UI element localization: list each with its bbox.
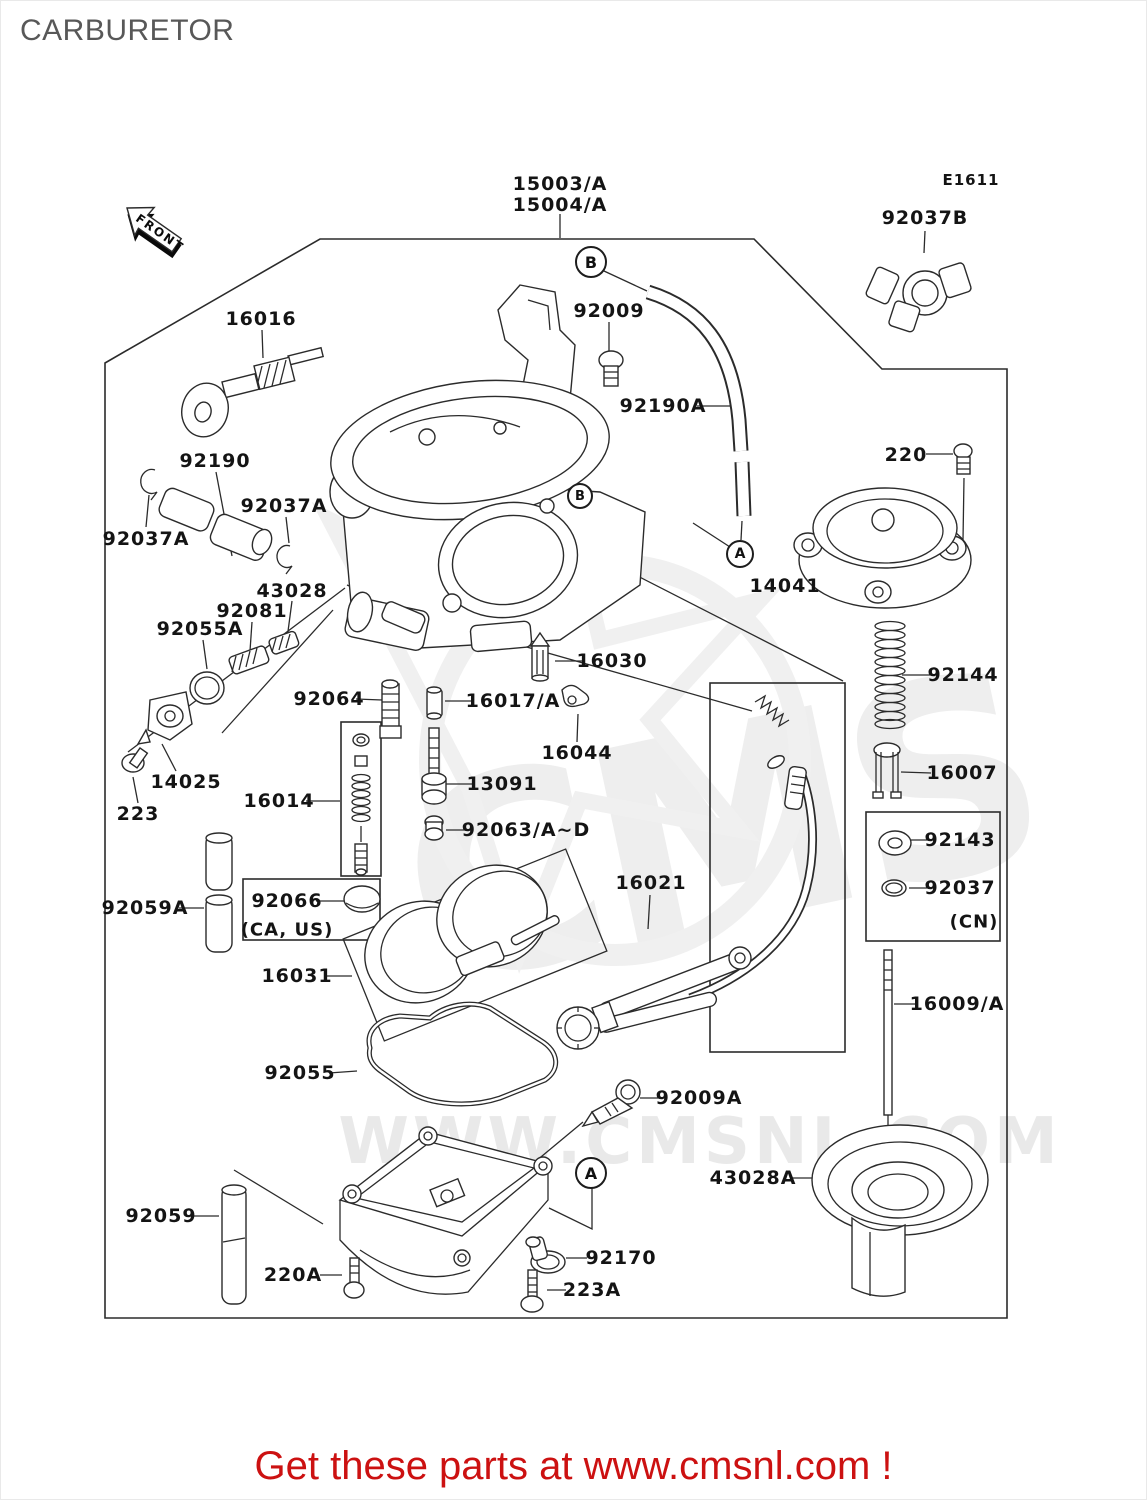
ref-circle-b-0: B [575,246,607,278]
part-label-43028a: 43028A [709,1167,797,1189]
part-label-92037b: 92037B [881,207,969,229]
part-label-92037a-right: 92037A [240,495,328,517]
part-label-92063: 92063/A~D [461,819,591,841]
part-label-223a: 223A [562,1279,622,1301]
part-label-92190a: 92190A [619,395,707,417]
part-label-92009a: 92009A [655,1087,743,1109]
ref-circle-b-1: B [567,483,593,509]
part-label-92059: 92059 [125,1205,197,1227]
part-label-43028: 43028 [256,580,328,602]
part-label-15003: 15003/A [512,173,608,195]
footer-promo-text: Get these parts at www.cmsnl.com ! [254,1444,893,1488]
part-label-16016: 16016 [225,308,297,330]
part-label-16009: 16009/A [909,993,1005,1015]
part-label-223: 223 [116,803,160,825]
part-label-92066: 92066 [251,890,323,912]
part-label-92037: 92037 [924,877,996,899]
part-label-220: 220 [884,444,928,466]
part-label-16030: 16030 [576,650,648,672]
ref-circle-a-3: A [575,1157,607,1189]
part-label-92190: 92190 [179,450,251,472]
page-title: CARBURETOR [20,14,235,47]
part-label-220a: 220A [263,1264,323,1286]
part-label-16021: 16021 [615,872,687,894]
part-label-16031: 16031 [261,965,333,987]
part-label-16017: 16017/A [465,690,561,712]
part-label-92064: 92064 [293,688,365,710]
part-label-15004: 15004/A [512,194,608,216]
part-label-92170: 92170 [585,1247,657,1269]
part-label-e1611: E1611 [942,171,1000,189]
part-label-13091: 13091 [466,773,538,795]
part-label-ca-us: (CA, US) [240,919,334,941]
part-label-92055: 92055 [264,1062,336,1084]
part-label-cn: (CN) [949,911,999,933]
part-label-16007: 16007 [926,762,998,784]
part-label-92144: 92144 [927,664,999,686]
part-label-92143: 92143 [924,829,996,851]
part-label-16014: 16014 [243,790,315,812]
part-label-16044: 16044 [541,742,613,764]
part-label-14025: 14025 [150,771,222,793]
part-label-14041: 14041 [749,575,821,597]
part-label-92055a: 92055A [156,618,244,640]
part-label-92059a: 92059A [101,897,189,919]
ref-circle-a-2: A [726,540,754,568]
part-label-92037a-left: 92037A [102,528,190,550]
part-label-92009: 92009 [573,300,645,322]
